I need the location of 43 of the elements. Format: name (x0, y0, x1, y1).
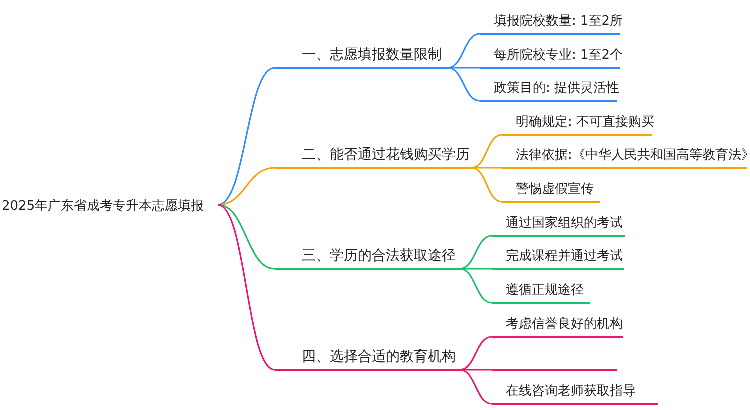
branch-line (448, 67, 480, 102)
leaf-topic (502, 147, 747, 169)
topic-text: 考虑信誉良好的机构 (506, 316, 623, 333)
topic-text: 明确规定: 不可直接购买 (516, 114, 655, 131)
topic-text: 每所院校专业: 1至2个 (494, 47, 624, 64)
topic-text: 一、志愿填报数量限制 (302, 46, 442, 64)
leaf-topic (492, 248, 624, 270)
branch-line (472, 134, 502, 169)
topic-text: 警惕虚假宣传 (516, 181, 594, 198)
topic-text: 2025年广东省成考专升本志愿填报 (2, 198, 204, 215)
branch-line (448, 67, 480, 69)
leaf-topic (492, 282, 590, 304)
leaf-topic (480, 80, 617, 102)
branch-topic (275, 248, 460, 270)
branch-line (218, 204, 276, 371)
branch-line (448, 33, 480, 69)
branch-line (218, 167, 276, 206)
leaf-topic (502, 114, 652, 136)
topic-text: 通过国家组织的考试 (506, 215, 623, 232)
branch-line (460, 369, 492, 405)
topic-text: 三、学历的合法获取途径 (302, 247, 456, 265)
leaf-topic (492, 215, 625, 237)
branch-line (472, 167, 502, 169)
branch-topic (275, 147, 472, 169)
topic-text: 政策目的: 提供灵活性 (494, 80, 620, 97)
topic-text: 法律依据:《中华人民共和国高等教育法》 (516, 146, 750, 164)
topic-text: 四、选择合适的教育机构 (302, 348, 456, 366)
branch-line (460, 268, 492, 304)
topic-text: 填报院校数量: 1至2所 (494, 13, 624, 30)
branch-line (460, 268, 492, 270)
branch-topic (275, 47, 448, 69)
branch-line (460, 369, 492, 371)
topic-text: 完成课程并通过考试 (506, 248, 623, 265)
leaf-topic (502, 181, 600, 203)
topic-text: 遵循正规途径 (506, 282, 584, 299)
leaf-topic (492, 383, 658, 405)
branch-topic (275, 349, 460, 371)
branch-line (218, 67, 276, 206)
branch-line (472, 167, 502, 203)
branch-line (218, 204, 276, 270)
topic-text: 二、能否通过花钱购买学历 (302, 146, 470, 164)
topic-text: 在线咨询老师获取指导 (506, 383, 636, 400)
leaf-topic (492, 316, 623, 338)
